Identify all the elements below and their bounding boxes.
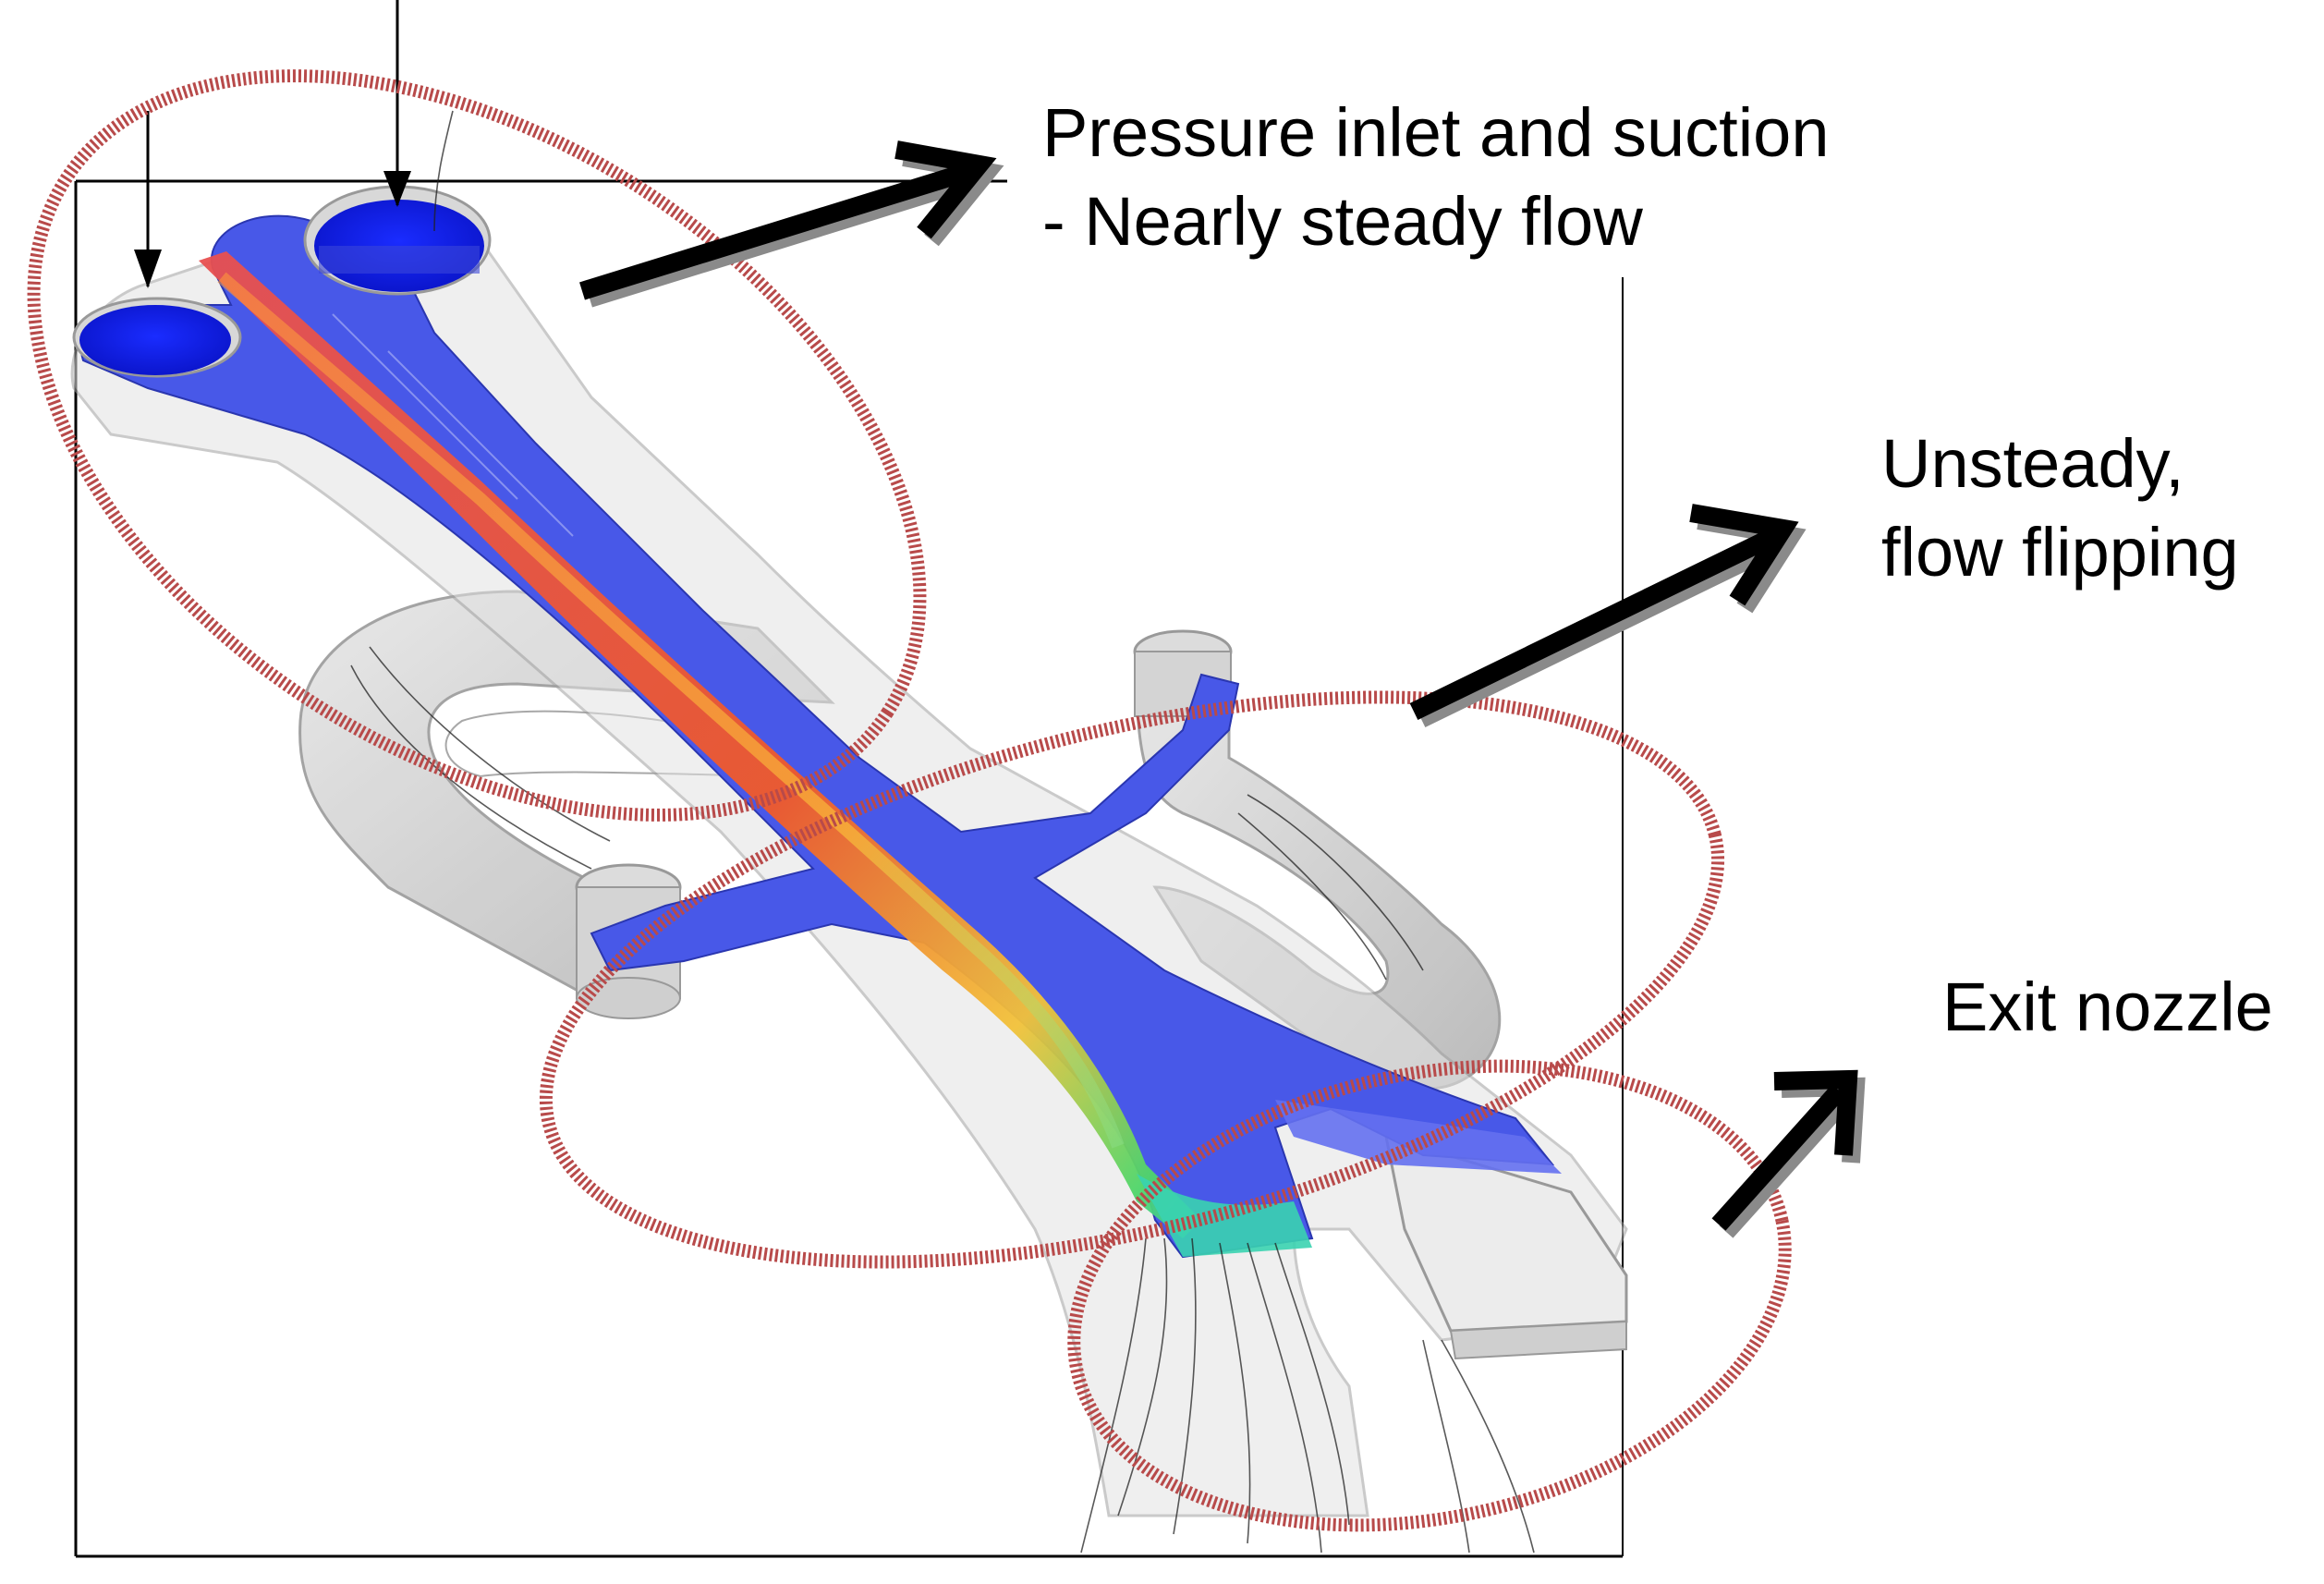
- region-ellipses: [27, 69, 1792, 1532]
- velocity-jet: [199, 251, 1312, 1257]
- ellipse-exit-region: [1067, 1059, 1792, 1532]
- exit-jet: [1137, 1174, 1312, 1257]
- inlet-arrows: [134, 0, 411, 288]
- arrow-exit: [1711, 1069, 1866, 1238]
- callout-arrows: [579, 140, 1866, 1238]
- label-exit-nozzle: Exit nozzle: [1942, 963, 2273, 1052]
- arrow-unsteady: [1409, 504, 1807, 727]
- streamlines: [350, 110, 1535, 1554]
- ellipse-inlet-region: [27, 69, 927, 822]
- inlet-left: [79, 305, 231, 375]
- jet-core: [199, 251, 1201, 1238]
- label-exit-text: Exit nozzle: [1942, 969, 2273, 1045]
- label-unsteady-line2: flow flipping: [1881, 514, 2239, 591]
- label-unsteady-line1: Unsteady,: [1881, 425, 2184, 502]
- label-pressure-line1: Pressure inlet and suction: [1042, 94, 1830, 171]
- ellipse-oscillation-region: [539, 690, 1725, 1269]
- arrow-pressure: [579, 140, 1004, 308]
- label-unsteady: Unsteady, flow flipping: [1881, 420, 2239, 597]
- label-pressure-inlet: Pressure inlet and suction - Nearly stea…: [1042, 89, 1829, 266]
- inlets: [72, 185, 492, 378]
- label-pressure-line2: - Nearly steady flow: [1042, 183, 1643, 260]
